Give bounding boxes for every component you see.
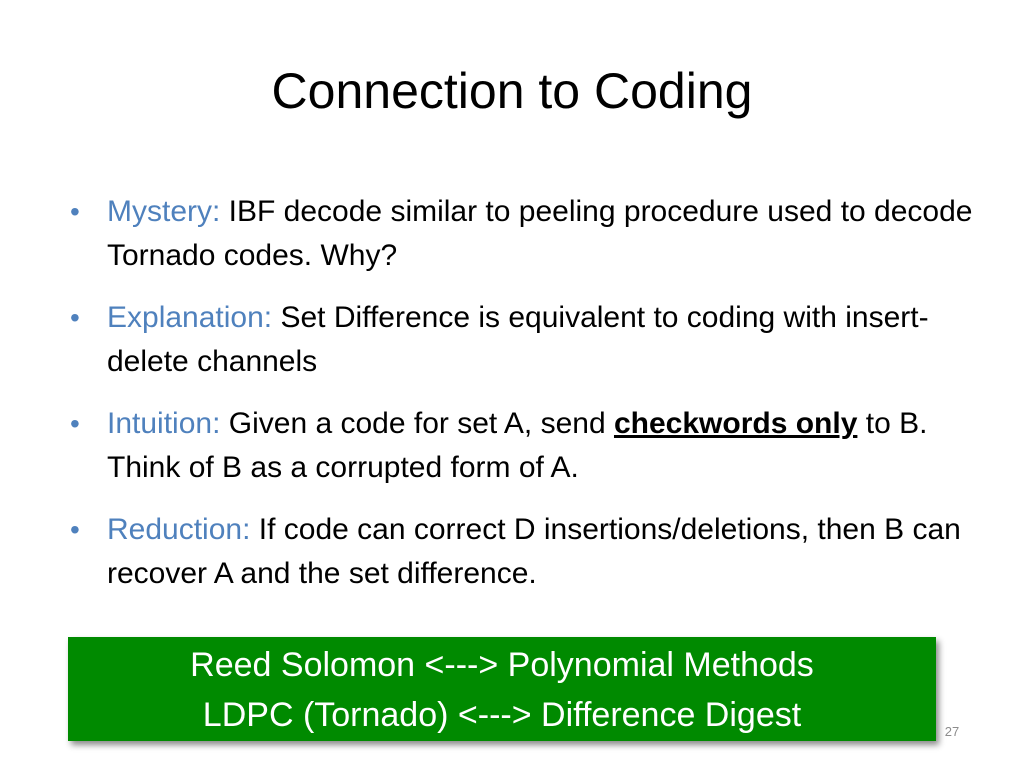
bullet-text: Set Difference is equivalent to coding w… (107, 301, 929, 378)
bullet-text: If code can correct D insertions/deletio… (107, 513, 961, 590)
bullet-dot: • (70, 514, 80, 545)
bullet-lead: Explanation: (107, 301, 273, 334)
bullet-emphasis: checkwords only (613, 407, 858, 440)
summary-line-ldpc: LDPC (Tornado) <---> Difference Digest (202, 696, 802, 734)
bullet-text-after: to B. Think of B as a corrupted form of … (107, 407, 928, 484)
summary-box: Reed Solomon <---> Polynomial Methods LD… (68, 637, 936, 741)
summary-line-reed-solomon: Reed Solomon <---> Polynomial Methods (190, 646, 814, 684)
bullet-lead: Reduction: (107, 513, 251, 546)
bullet-text: IBF decode similar to peeling procedure … (107, 195, 973, 272)
bullet-item-mystery: • Mystery: IBF decode similar to peeling… (64, 190, 984, 278)
bullet-item-intuition: • Intuition: Given a code for set A, sen… (64, 402, 984, 490)
page-number: 27 (944, 724, 960, 739)
bullet-lead: Intuition: (107, 407, 221, 440)
bullet-dot: • (70, 302, 80, 333)
bullet-dot: • (70, 408, 80, 439)
bullet-item-explanation: • Explanation: Set Difference is equival… (64, 296, 984, 384)
bullet-dot: • (70, 196, 80, 227)
slide-title: Connection to Coding (271, 63, 753, 119)
bullet-lead: Mystery: (107, 195, 221, 228)
bullet-text: Given a code for set A, send (220, 407, 614, 440)
bullet-list: • Mystery: IBF decode similar to peeling… (64, 190, 984, 614)
bullet-item-reduction: • Reduction: If code can correct D inser… (64, 508, 984, 596)
